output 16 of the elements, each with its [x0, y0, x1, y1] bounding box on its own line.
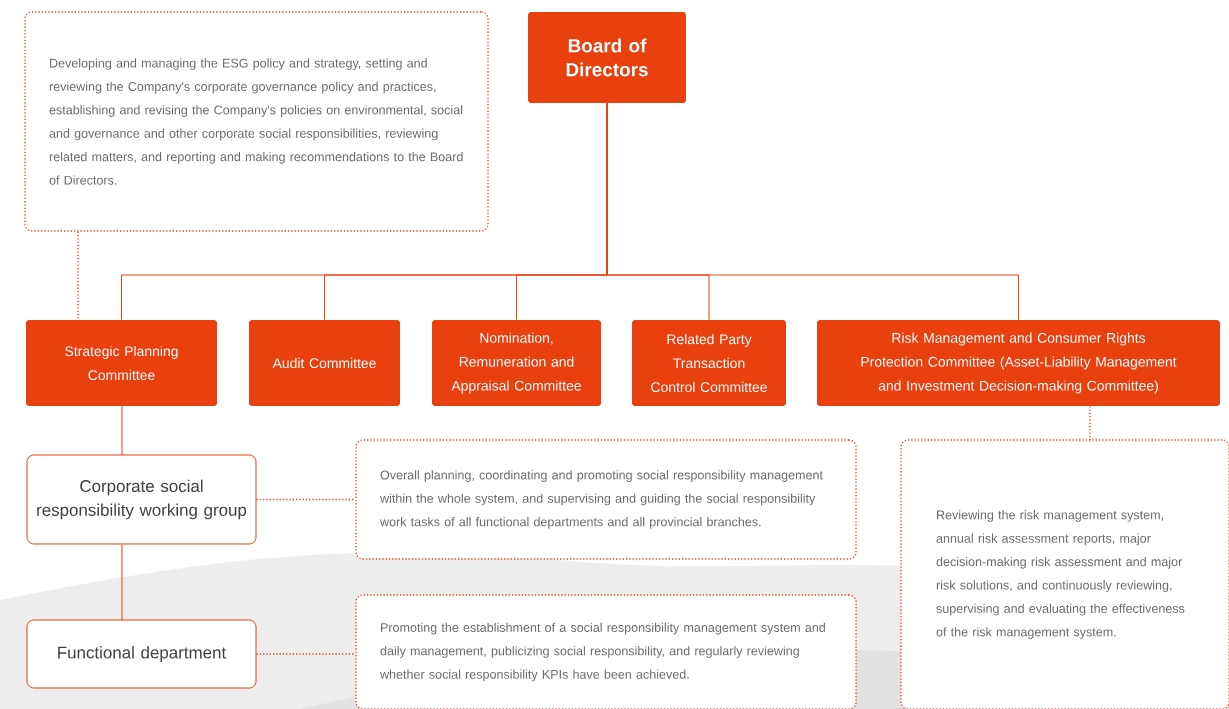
board-box: Board of Directors [528, 12, 686, 103]
committee-box: Related Party Transaction Control Committee [632, 320, 786, 406]
committee-box: Risk Management and Consumer Rights Protection Committee (Asset-Liability Management and Investment Decision-making Committee) [817, 320, 1220, 406]
group-box: Functional department [26, 619, 257, 689]
committee-box: Audit Committee [249, 320, 400, 406]
committee-box: Nomination, Remuneration and Appraisal Committee [432, 320, 601, 406]
committee-box: Strategic Planning Committee [26, 320, 217, 406]
connector-line [606, 102, 1019, 321]
group-box: Corporate social responsibility working group [26, 454, 257, 545]
connector-line [255, 498, 356, 501]
description-box: Overall planning, coordinating and promoting social responsibility management within the whole system, and supervising and guiding the social responsibility work tasks of all functional departments and all provincial branches. [355, 439, 857, 560]
description-box: Reviewing the risk management system, annual risk assessment reports, major decision-making risk assessment and major risk solutions, and continuously reviewing, supervising and evaluating the effectiveness of the risk management system. [900, 439, 1229, 709]
connector-line [121, 405, 123, 456]
connector-line [255, 653, 356, 655]
description-box: Promoting the establishment of a social responsibility management system and daily management, publicizing social responsibility, and regularly reviewing whether social responsibility KPIs have been achieved. [355, 594, 857, 709]
description-box: Developing and managing the ESG policy and strategy, setting and reviewing the Company's corporate governance policy and practices, establishing and revising the Company's policies on environmental, social and governance and other corporate social responsibilities, reviewing related matters, and reporting and making recommendations to the Board of Directors. [24, 11, 489, 232]
